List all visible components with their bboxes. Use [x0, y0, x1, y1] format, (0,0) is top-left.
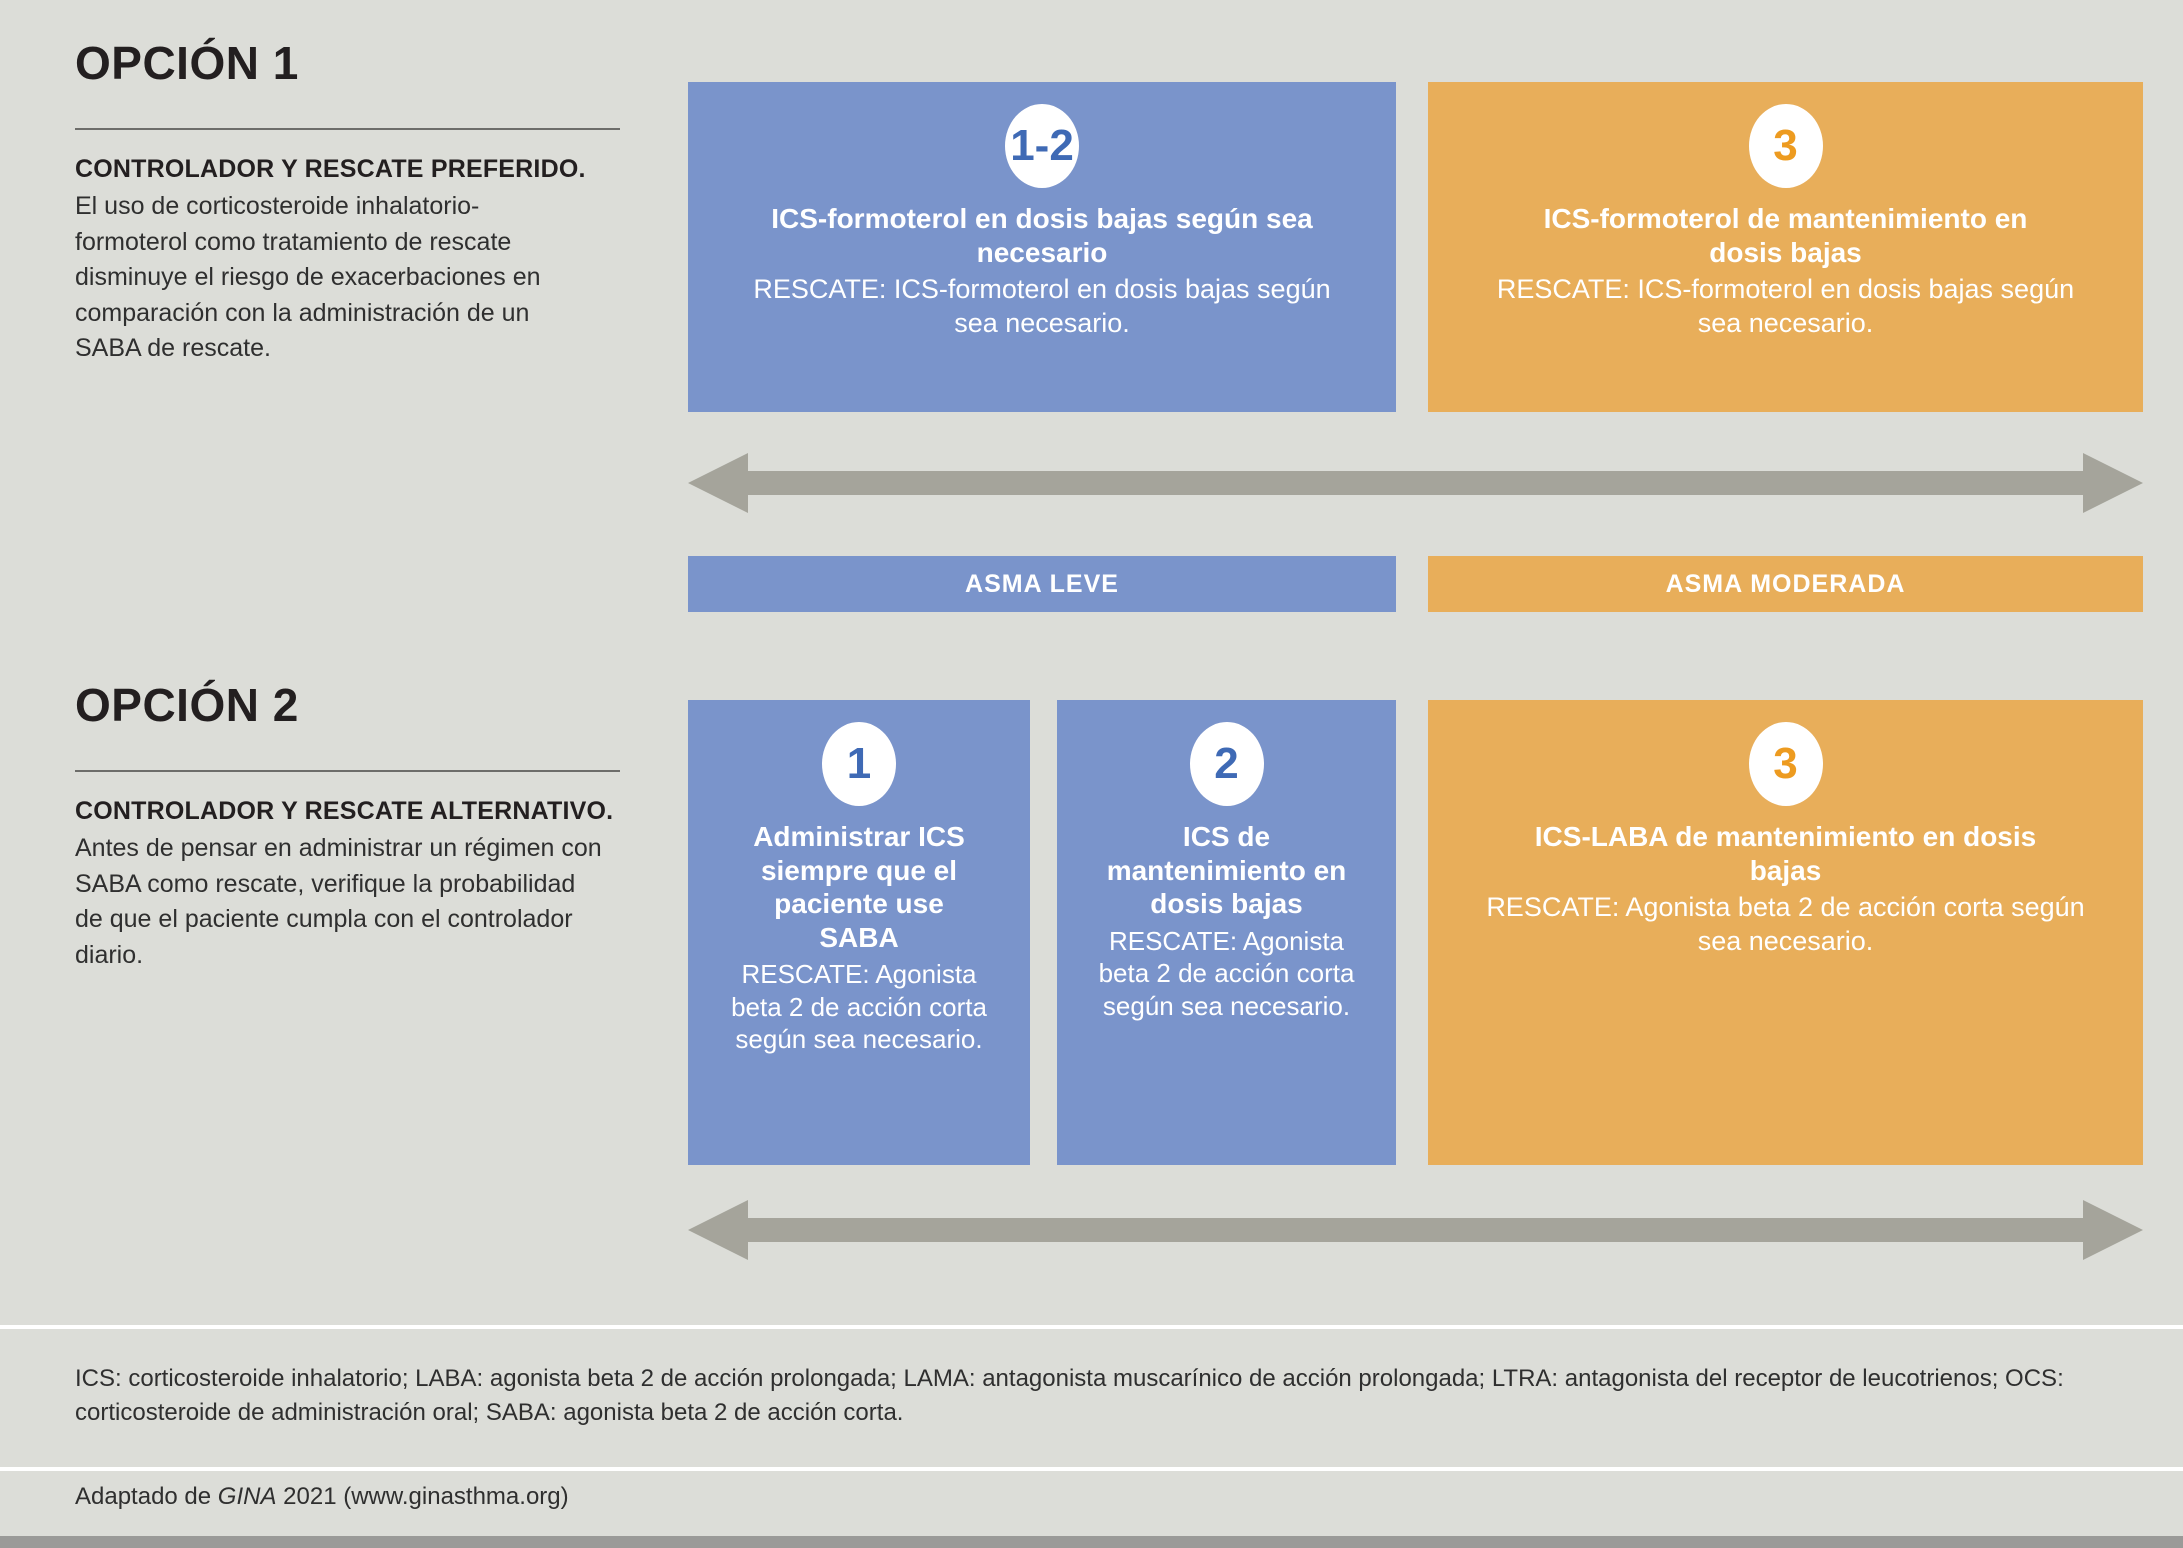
card-rescue-text: RESCATE: Agonista beta 2 de acción corta…: [1486, 892, 2085, 956]
option1-divider: [75, 128, 620, 130]
step-badge: 3: [1748, 104, 1823, 188]
severity-arrow-row1: [688, 448, 2143, 518]
footer-source-italic: GINA: [217, 1483, 277, 1510]
option2-body: Antes de pensar en administrar un régime…: [75, 834, 602, 969]
card-rescue-text: RESCATE: Agonista beta 2 de acción corta…: [731, 959, 987, 1055]
footer-divider: [0, 1325, 2183, 1329]
option2-lead: CONTROLADOR Y RESCATE ALTERNATIVO.: [75, 797, 614, 825]
footer-source-prefix: Adaptado de: [75, 1483, 218, 1510]
bottom-bar: [0, 1536, 2183, 1548]
double-arrow-icon: [688, 453, 2143, 513]
card-title: ICS-formoterol en dosis bajas según sea …: [771, 203, 1313, 268]
footer-source: Adaptado de GINA 2021 (www.ginasthma.org…: [75, 1483, 569, 1511]
step-badge: 3: [1748, 722, 1823, 806]
option2-divider: [75, 770, 620, 772]
option1-body: El uso de corticosteroide inhalatorio-fo…: [75, 192, 541, 363]
card-title: ICS-LABA de mantenimiento en dosis bajas: [1534, 821, 2037, 886]
band-asma-leve: ASMA LEVE: [688, 556, 1396, 612]
band-label: ASMA MODERADA: [1665, 569, 1906, 598]
card-title: ICS-formoterol de mantenimiento en dosis…: [1543, 203, 2028, 268]
step-badge: 1: [822, 722, 896, 806]
step-badge: 1-2: [1005, 104, 1079, 188]
card-rescue-text: RESCATE: ICS-formoterol en dosis bajas s…: [753, 274, 1331, 338]
step-badge: 2: [1189, 722, 1264, 806]
footer-abbreviations: ICS: corticosteroide inhalatorio; LABA: …: [75, 1365, 2064, 1427]
option1-block: OPCIÓN 1 CONTROLADOR Y RESCATE PREFERIDO…: [75, 40, 620, 367]
band-label: ASMA LEVE: [965, 569, 1119, 598]
band-asma-moderada: ASMA MODERADA: [1428, 556, 2143, 612]
card-row1-moderate[interactable]: 3 ICS-formoterol de mantenimiento en dos…: [1428, 82, 2143, 412]
footer-divider-2: [0, 1467, 2183, 1471]
severity-arrow-row2: [688, 1195, 2143, 1265]
card-row2-moderate[interactable]: 3 ICS-LABA de mantenimiento en dosis baj…: [1428, 700, 2143, 1165]
card-rescue-text: RESCATE: ICS-formoterol en dosis bajas s…: [1496, 274, 2075, 338]
card-row2-mild-step2[interactable]: 2 ICS de mantenimiento en dosis bajas RE…: [1057, 700, 1396, 1165]
card-rescue-text: RESCATE: Agonista beta 2 de acción corta…: [1098, 925, 1355, 1021]
option2-block: OPCIÓN 2 CONTROLADOR Y RESCATE ALTERNATI…: [75, 682, 620, 973]
option2-title: OPCIÓN 2: [75, 679, 299, 731]
option1-lead: CONTROLADOR Y RESCATE PREFERIDO.: [75, 155, 586, 183]
option1-title: OPCIÓN 1: [75, 37, 299, 89]
card-title: ICS de mantenimiento en dosis bajas: [1106, 821, 1347, 920]
card-row1-mild[interactable]: 1-2 ICS-formoterol en dosis bajas según …: [688, 82, 1396, 412]
double-arrow-icon: [688, 1200, 2143, 1260]
card-title: Administrar ICS siempre que el paciente …: [753, 821, 965, 953]
footer-source-suffix: 2021 (www.ginasthma.org): [276, 1483, 569, 1510]
card-row2-mild-step1[interactable]: 1 Administrar ICS siempre que el pacient…: [688, 700, 1030, 1165]
